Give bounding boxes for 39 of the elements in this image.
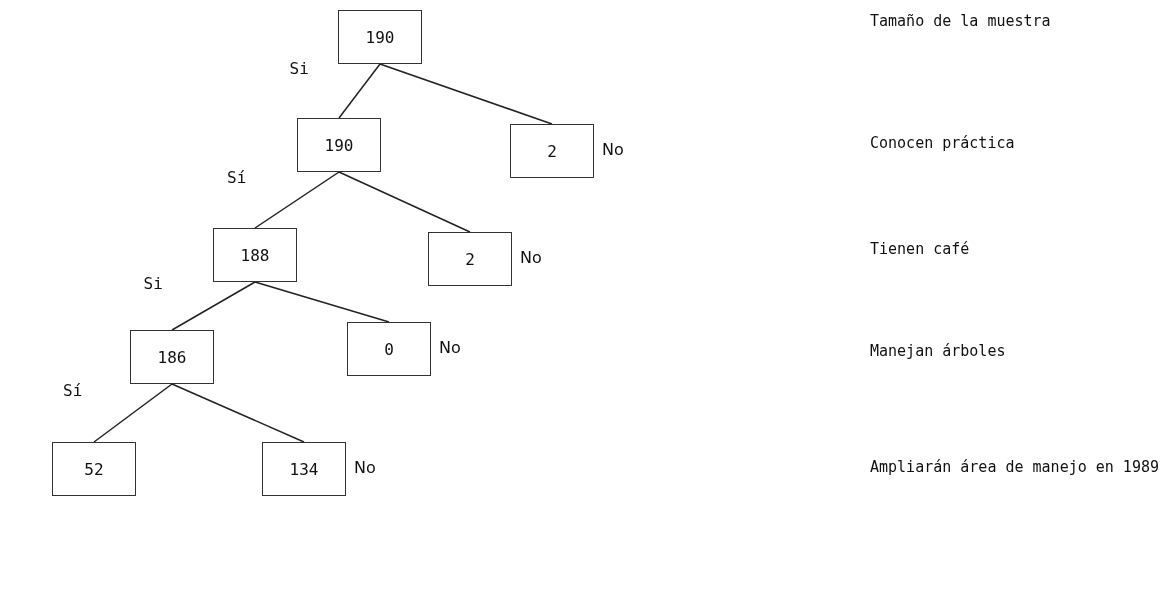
- count-text: 188: [240, 245, 270, 265]
- count-box: [338, 10, 422, 64]
- connector-line: [254, 171, 340, 229]
- count-text: 190: [324, 135, 354, 155]
- answer-label: No: [520, 248, 542, 267]
- count-box: [213, 228, 297, 282]
- level-label: Manejan árboles: [870, 341, 1007, 362]
- connector-line: [338, 63, 381, 119]
- edge-label: Sí: [63, 381, 83, 400]
- connector-line: [171, 281, 256, 331]
- count-text: 134: [289, 459, 319, 479]
- level-label: Tamaño de la muestra: [870, 11, 1052, 32]
- count-box: [428, 232, 512, 286]
- count-text: 0: [384, 339, 394, 359]
- count-box: [262, 442, 346, 496]
- connector-line: [171, 383, 305, 443]
- count-box: [130, 330, 214, 384]
- level-label: Conocen práctica: [870, 133, 1016, 154]
- answer-label: No: [354, 458, 376, 477]
- count-box: [347, 322, 431, 376]
- connector-line: [379, 63, 553, 125]
- edge-label: Si: [143, 274, 163, 293]
- count-box: [510, 124, 594, 178]
- count-text: 186: [157, 347, 187, 367]
- connector-line: [93, 383, 173, 443]
- level-label: Ampliarán área de manejo en 1989: [870, 457, 1160, 478]
- count-box: [297, 118, 381, 172]
- level-label: Tienen café: [870, 239, 971, 260]
- answer-label: No: [602, 140, 624, 159]
- count-text: 52: [84, 459, 104, 479]
- answer-label: No: [439, 338, 461, 357]
- count-text: 2: [465, 249, 475, 269]
- edge-label: Si: [289, 59, 309, 78]
- count-text: 190: [365, 27, 395, 47]
- count-text: 2: [547, 141, 557, 161]
- count-box: [52, 442, 136, 496]
- connector-line: [338, 171, 471, 233]
- connector-line: [254, 281, 390, 323]
- edge-label: Sí: [227, 168, 247, 187]
